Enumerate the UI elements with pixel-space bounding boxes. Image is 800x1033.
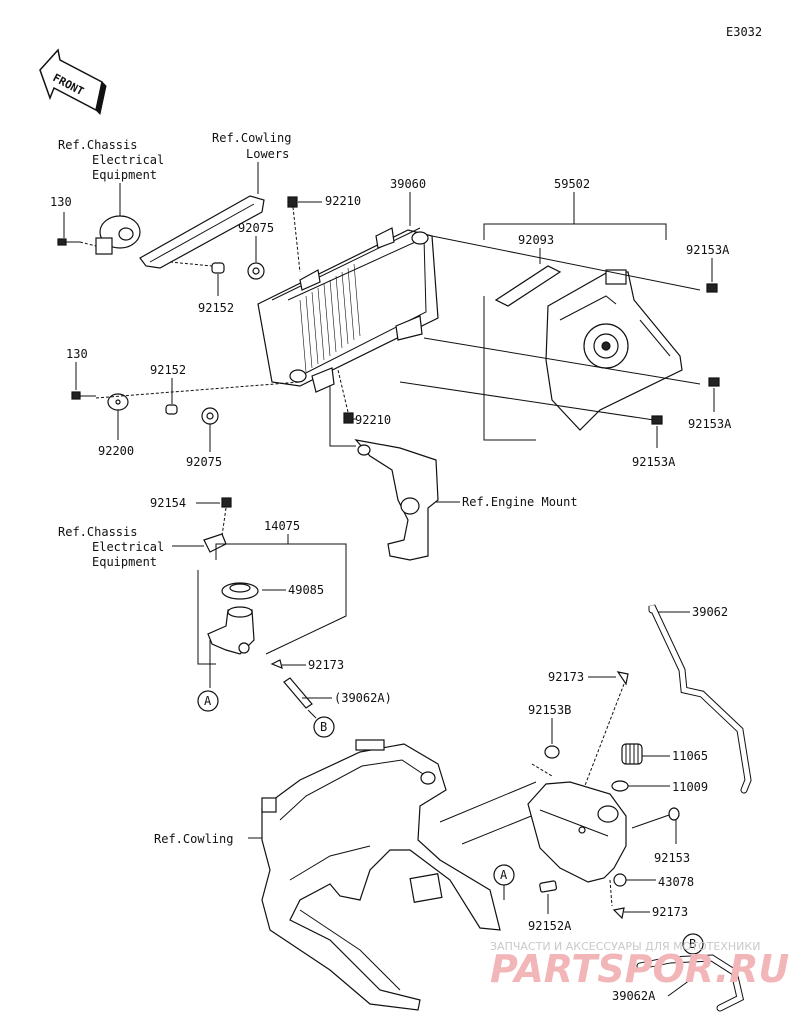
p130-mid-label: 130: [66, 347, 88, 361]
radiator-cap-49085: [221, 582, 259, 600]
collar-92152A: [539, 880, 558, 893]
fan-shroud-part: [545, 269, 683, 431]
clip-92173-left: [270, 659, 283, 669]
bolt-130-mid: [71, 391, 96, 400]
radiator-part: [257, 227, 439, 393]
p130-top-label: 130: [50, 195, 72, 209]
seal-92093: [494, 265, 562, 307]
svg-text:Ref.Cowling: Ref.Cowling: [212, 131, 291, 145]
hose-39062: [648, 604, 752, 794]
svg-text:Lowers: Lowers: [246, 147, 289, 161]
reservoir-cap-11065: [621, 743, 643, 765]
p92200-label: 92200: [98, 444, 134, 458]
clip-92173-right: [616, 671, 629, 686]
p59502-label: 59502: [554, 177, 590, 191]
ref-engine-mount-label: Ref.Engine Mount: [462, 495, 578, 509]
filler-neck-part: [207, 606, 255, 655]
clamp-part: [203, 533, 227, 553]
grommet-92075-top: [247, 262, 265, 280]
p49085-label: 49085: [288, 583, 324, 597]
p92210-mid-label: 92210: [355, 413, 391, 427]
bolt-92153A-2: [708, 377, 720, 387]
p92152-top-label: 92152: [198, 301, 234, 315]
horn-bracket-part: [139, 195, 265, 269]
bolt-92154: [221, 497, 232, 508]
p39060-label: 39060: [390, 177, 426, 191]
p43078-label: 43078: [658, 875, 694, 889]
bolt-130-top: [57, 238, 80, 246]
marker-b-bottom-label: B: [689, 937, 696, 951]
hose-39062A-bottom: [636, 954, 745, 1012]
p39062A-left-label: (39062A): [334, 691, 392, 705]
nut-92210-mid: [343, 412, 354, 424]
front-arrow-icon: FRONT: [39, 48, 107, 116]
svg-text:Electrical: Electrical: [92, 540, 164, 554]
p92153B-label: 92153B: [528, 703, 571, 717]
p39062A-bottom-label: 39062A: [612, 989, 656, 1003]
engine-mount-bracket: [354, 439, 439, 561]
p92075-mid-label: 92075: [186, 455, 222, 469]
p11065-label: 11065: [672, 749, 708, 763]
p92153A-3-label: 92153A: [632, 455, 676, 469]
p92153-label: 92153: [654, 851, 690, 865]
svg-text:Ref.Chassis: Ref.Chassis: [58, 525, 137, 539]
marker-b-left-label: B: [320, 720, 327, 734]
ref-cowling-label: Ref.Cowling: [154, 832, 233, 846]
grommet-92075-mid: [201, 407, 219, 425]
p92173-bottom-label: 92173: [652, 905, 688, 919]
marker-b-bottom: [682, 933, 704, 955]
marker-a-left: [197, 690, 219, 712]
ref-chassis-electrical-label-2: Ref.Chassis Electrical Equipment: [58, 525, 164, 569]
p92093-label: 92093: [518, 233, 554, 247]
horn-part: [95, 215, 141, 255]
marker-a-bottom-label: A: [500, 868, 508, 882]
svg-text:Equipment: Equipment: [92, 555, 157, 569]
p14075-label: 14075: [264, 519, 300, 533]
p92153A-2-label: 92153A: [688, 417, 732, 431]
p11009-label: 11009: [672, 780, 708, 794]
p92153A-1-label: 92153A: [686, 243, 730, 257]
p92152-mid-label: 92152: [150, 363, 186, 377]
svg-text:Equipment: Equipment: [92, 168, 157, 182]
p39062-label: 39062: [692, 605, 728, 619]
gasket-11009: [611, 780, 629, 792]
svg-text:Ref.Chassis: Ref.Chassis: [58, 138, 137, 152]
collar-92152-mid: [165, 404, 178, 415]
reservoir-tank-part: [527, 781, 627, 887]
ref-chassis-electrical-label-1: Ref.Chassis Electrical Equipment: [58, 138, 164, 182]
p92210-top-label: 92210: [325, 194, 361, 208]
hose-39062A-left: [283, 677, 313, 709]
ref-cowling-lowers-label: Ref.Cowling Lowers: [212, 131, 291, 161]
p92152A-label: 92152A: [528, 919, 572, 933]
cowling-frame-part: [261, 739, 501, 1011]
p92173-right-label: 92173: [548, 670, 584, 684]
marker-a-left-label: A: [204, 694, 212, 708]
svg-text:Electrical: Electrical: [92, 153, 164, 167]
watermark-brand: PARTSPOR.RU: [490, 947, 789, 991]
marker-b-left: [313, 716, 335, 738]
bolt-92153A-1: [706, 283, 718, 293]
p92173-left-label: 92173: [308, 658, 344, 672]
watermark-tagline: ЗАПЧАСТИ И АКСЕССУАРЫ ДЛЯ МОТОТЕХНИКИ: [490, 940, 760, 953]
collar-92152-top: [211, 262, 225, 274]
clip-92173-bottom: [612, 907, 625, 920]
p92075-top-label: 92075: [238, 221, 274, 235]
p92154-label: 92154: [150, 496, 186, 510]
bolt-92153: [631, 807, 680, 829]
nut-92210-top: [287, 196, 298, 208]
diagram-code: E3032: [726, 25, 762, 39]
grommet-92153B: [544, 745, 560, 759]
bolt-92153A-3: [651, 415, 663, 425]
